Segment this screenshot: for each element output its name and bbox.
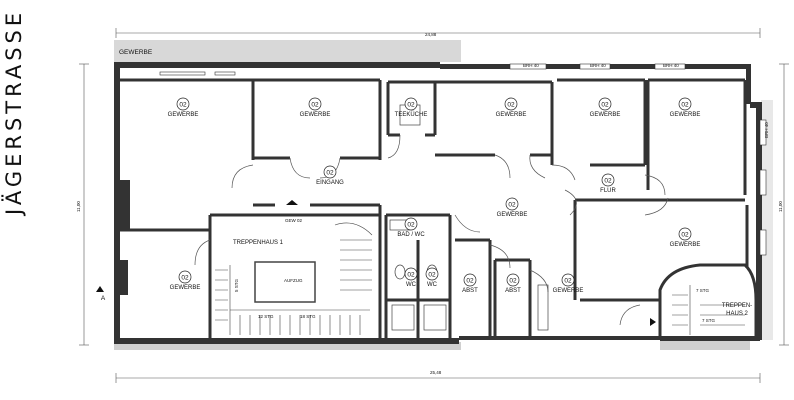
room-name: FLUR [600, 188, 616, 194]
dim-left: 11,00 [76, 201, 81, 212]
room-number: 02 [179, 102, 187, 109]
room-name: GEWERBE [497, 212, 528, 218]
room-number-circle [178, 270, 192, 284]
dim-bottom: 25,48 [430, 370, 442, 375]
header-label: GEWERBE [119, 49, 153, 56]
room-number: 02 [507, 102, 515, 109]
room-name: GEWERBE [168, 112, 199, 118]
room-number: 02 [428, 272, 436, 279]
room-number: 02 [509, 278, 517, 285]
room-number-circle [463, 273, 477, 287]
svg-text:A: A [101, 295, 106, 302]
wall-label: GEW 02 [285, 218, 303, 223]
room-name: WC [427, 282, 438, 288]
room-name: GEWERBE [553, 288, 584, 294]
dim-stair2-b: 7 STG [702, 318, 716, 323]
room-number-circle [404, 217, 418, 231]
room-number-circle [404, 267, 418, 281]
room-name: GEWERBE [670, 242, 701, 248]
window-label: BRH 40 [523, 63, 539, 68]
room-number-circle [505, 197, 519, 211]
room-name: GEWERBE [496, 112, 527, 118]
neighbor-band-bottom [114, 342, 461, 350]
room-name: BAD / WC [397, 232, 425, 238]
room-number-circle [323, 165, 337, 179]
dim-stair1-a: 12 STG [258, 314, 274, 319]
neighbor-band-top [114, 40, 461, 62]
room-number-circle [506, 273, 520, 287]
room-number: 02 [407, 222, 415, 229]
window-label: BRH 40 [764, 122, 769, 138]
room-number: 02 [407, 102, 415, 109]
stairwell-2-wall [658, 263, 758, 338]
room-number: 02 [564, 278, 572, 285]
room-number-circle [308, 97, 322, 111]
room-number-circle [425, 267, 439, 281]
room-number: 02 [311, 102, 319, 109]
window-label: BRH 40 [590, 63, 606, 68]
room-name: ABST [462, 288, 478, 294]
interior-walls [120, 78, 749, 340]
stairwell-2 [672, 285, 745, 335]
elevator-label: AUFZUG [284, 278, 303, 283]
room-number-circle [561, 273, 575, 287]
room-number-circle [176, 97, 190, 111]
room-name: GEWERBE [300, 112, 331, 118]
north-arrow [286, 200, 656, 326]
room-name: TREPPEN- [722, 303, 752, 309]
room-number: 02 [681, 102, 689, 109]
room-name: EINGANG [316, 180, 344, 186]
section-marker-a: A [96, 286, 106, 302]
room-number-circle [678, 97, 692, 111]
room-name: GEWERBE [670, 112, 701, 118]
dim-stair1-c: 5 STG [234, 278, 239, 292]
room-name: WC [406, 282, 417, 288]
room-number: 02 [604, 178, 612, 185]
room-number-circle [601, 173, 615, 187]
room-number-circle [598, 97, 612, 111]
room-number-circle [404, 97, 418, 111]
neighbor-band-right [761, 100, 773, 340]
door-swings [194, 134, 669, 326]
room-number: 02 [407, 272, 415, 279]
windows-top [159, 63, 767, 256]
room-number: 02 [681, 232, 689, 239]
room-name: HAUS 2 [726, 311, 748, 317]
room-number: 02 [326, 170, 334, 177]
dim-stair2-a: 7 STG [696, 288, 710, 293]
room-name: GEWERBE [170, 285, 201, 291]
room-number: 02 [181, 275, 189, 282]
window-label: BRH 40 [663, 63, 679, 68]
room-number: 02 [466, 278, 474, 285]
dim-top: 24,88 [425, 32, 437, 37]
neighbor-band-bottom-right [660, 340, 750, 350]
room-name: GEWERBE [590, 112, 621, 118]
room-number-circle [504, 97, 518, 111]
dimension-lines [79, 28, 789, 383]
room-name: TREPPENHAUS 1 [233, 240, 284, 246]
room-number: 02 [508, 202, 516, 209]
room-number-circle [678, 227, 692, 241]
sanitary-fixtures [389, 104, 549, 331]
stairwell-1 [215, 222, 373, 335]
room-name: ABST [505, 288, 521, 294]
dim-stair1-b: 18 STG [300, 314, 316, 319]
room-name: TEEKÜCHE [395, 111, 428, 118]
room-number: 02 [601, 102, 609, 109]
dim-right: 11,00 [778, 201, 783, 212]
room-labels: 02GEWERBE02GEWERBE02TEEKÜCHE02GEWERBE02G… [168, 97, 752, 317]
